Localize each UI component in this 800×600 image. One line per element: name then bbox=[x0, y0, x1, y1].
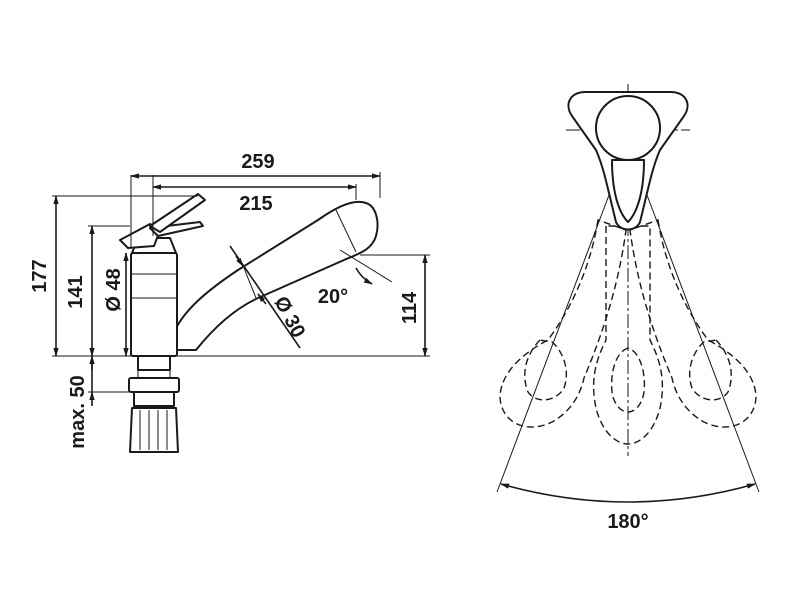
dim-spout-length: 215 bbox=[239, 193, 272, 215]
mounting-base bbox=[128, 355, 180, 453]
dim-body-height: 141 bbox=[65, 275, 87, 308]
dim-spout-height: 114 bbox=[399, 291, 421, 324]
spout-position-center bbox=[592, 225, 664, 445]
dim-swivel-angle: 180° bbox=[607, 511, 648, 533]
top-view: 180° bbox=[496, 84, 760, 533]
faucet-top-outline bbox=[567, 91, 689, 231]
dim-head-diameter: Ø 30 bbox=[269, 293, 309, 342]
faucet-body bbox=[130, 237, 178, 357]
swing-limit-right bbox=[629, 149, 760, 493]
dim-total-height: 177 bbox=[29, 259, 51, 292]
pull-out-spout bbox=[174, 200, 379, 351]
lever-handle bbox=[119, 193, 206, 249]
dim-total-length: 259 bbox=[241, 151, 274, 173]
dimension-lines bbox=[53, 173, 428, 406]
side-view: 259 215 177 141 Ø 48 Ø 30 20° 114 max. 5… bbox=[29, 151, 430, 453]
spout-position-right bbox=[629, 219, 757, 428]
swing-limit-left bbox=[496, 149, 627, 493]
dim-spout-angle: 20° bbox=[318, 286, 348, 308]
swing-arc bbox=[500, 483, 756, 503]
dim-body-diameter: Ø 48 bbox=[103, 268, 125, 311]
dim-max-deck: max. 50 bbox=[67, 375, 89, 448]
spout-position-left bbox=[499, 219, 627, 428]
